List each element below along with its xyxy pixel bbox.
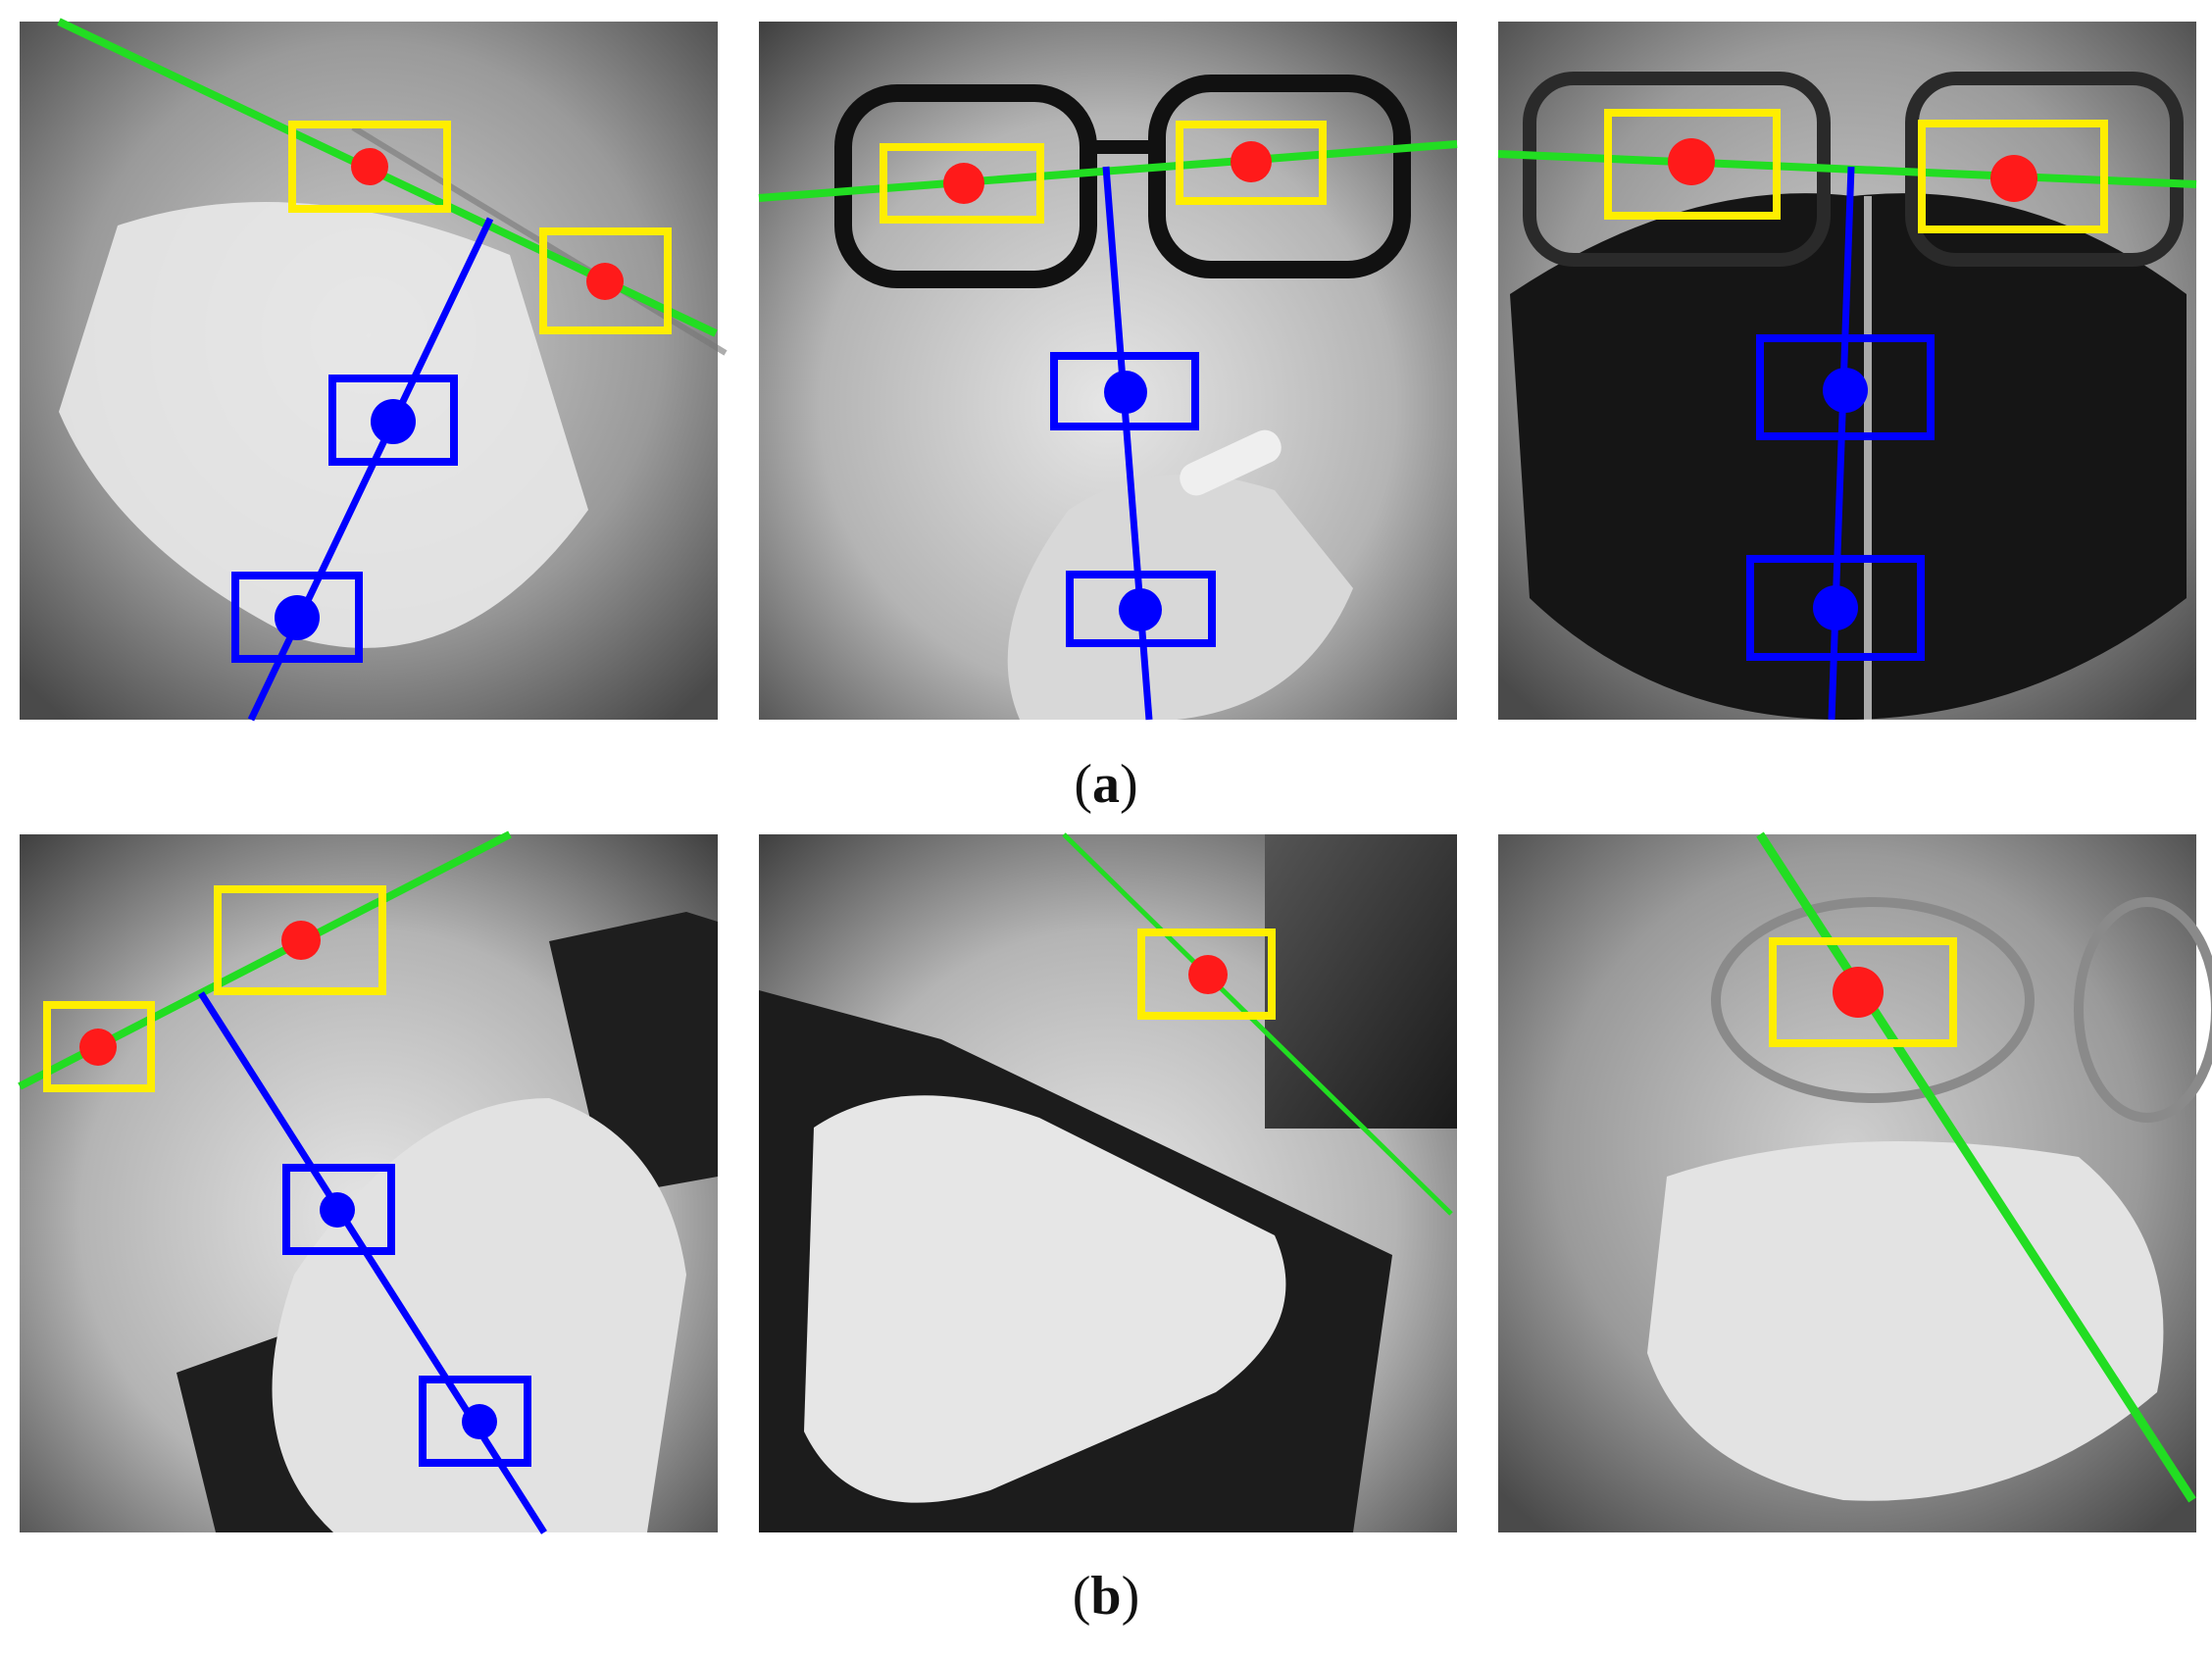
face-line <box>198 991 547 1534</box>
panel-a1 <box>20 18 728 722</box>
mouth-box <box>1746 555 1925 661</box>
panel-a3 <box>1497 22 2197 721</box>
nose-box <box>282 1164 395 1255</box>
eye-box <box>214 885 386 995</box>
glasses-frame <box>1711 897 2035 1103</box>
panel-b2 <box>759 832 1457 1532</box>
mask-shape <box>1510 193 2187 721</box>
mouth-point <box>1813 585 1858 630</box>
nose-point <box>320 1192 355 1228</box>
eye-line <box>1062 832 1453 1216</box>
eye-box <box>539 227 672 334</box>
eye-point <box>1188 955 1228 994</box>
mouth-point <box>1119 588 1162 631</box>
eye-point <box>351 148 388 185</box>
eye-line <box>1497 150 2197 188</box>
eye-box <box>1918 120 2108 233</box>
nose-point <box>371 399 416 444</box>
eye-point <box>1231 141 1272 182</box>
mouth-point <box>275 595 320 640</box>
eye-box <box>1769 937 1957 1047</box>
row-a-caption: (a) <box>1074 754 1138 815</box>
glasses-frame <box>2074 897 2212 1123</box>
panel-b1 <box>18 830 718 1534</box>
panel-a2 <box>758 22 1458 721</box>
nose-point <box>1104 371 1147 414</box>
eye-point <box>943 163 984 204</box>
eye-box <box>1604 109 1781 220</box>
glasses-frame <box>1148 75 1411 278</box>
row-b-label: b <box>1090 1566 1122 1627</box>
hand-shape <box>804 1095 1286 1503</box>
eye-point <box>1833 967 1884 1018</box>
nose-box <box>1050 352 1199 430</box>
eye-box <box>1137 928 1276 1020</box>
mouth-point <box>462 1404 497 1439</box>
hand-shape <box>272 1098 686 1532</box>
glasses-frame <box>834 84 1097 288</box>
mouth-box <box>419 1376 531 1467</box>
hand-shape <box>1007 475 1353 720</box>
mask-shape <box>59 202 588 648</box>
eye-point <box>1990 155 2037 202</box>
mask-shape <box>1647 1141 2164 1501</box>
eye-point <box>1668 138 1715 185</box>
nose-point <box>1823 368 1868 413</box>
eye-box <box>1176 121 1327 205</box>
eye-line <box>1756 831 2196 1503</box>
panel-b3 <box>1498 831 2212 1532</box>
row-b-caption: (b) <box>1072 1566 1140 1627</box>
mouth-box <box>231 572 363 663</box>
eye-box <box>880 143 1044 224</box>
eye-point <box>79 1029 117 1066</box>
mouth-box <box>1066 571 1216 647</box>
eye-box <box>43 1001 155 1092</box>
eye-point <box>586 263 624 300</box>
phone-shape <box>549 912 718 1196</box>
nose-box <box>1756 334 1935 440</box>
eye-box <box>288 121 451 213</box>
nose-box <box>328 375 458 466</box>
row-a-label: a <box>1092 754 1120 815</box>
eye-point <box>281 921 321 960</box>
